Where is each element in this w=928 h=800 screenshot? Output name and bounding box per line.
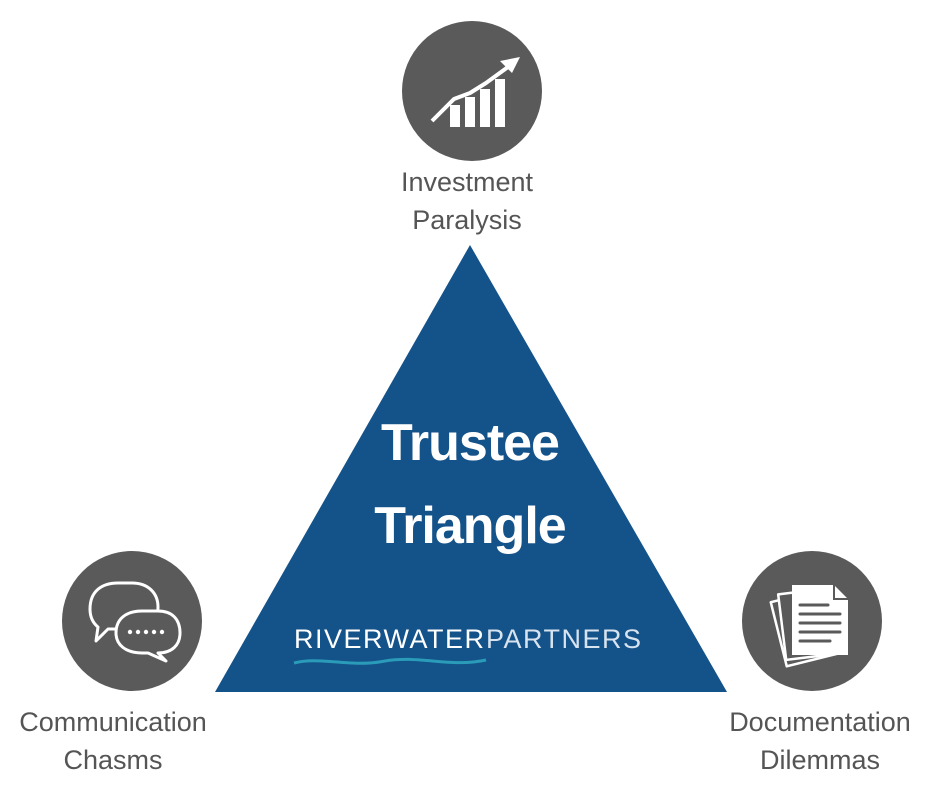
corner-label-top-line2: Paralysis	[412, 205, 522, 235]
corner-label-left-line2: Chasms	[63, 745, 163, 775]
speech-bubbles-icon	[88, 581, 182, 663]
triangle-shape	[215, 245, 727, 692]
logo-word-riverwater: RIVERWATER	[294, 624, 486, 654]
corner-label-top: Investment Paralysis	[352, 163, 582, 239]
corner-label-right-line1: Documentation	[729, 707, 911, 737]
corner-label-top-line1: Investment	[400, 167, 534, 197]
logo-word-partners: PARTNERS	[486, 624, 643, 654]
documents-icon	[769, 585, 848, 668]
triangle-title-line2: Triangle	[374, 497, 566, 555]
triangle-title-line1: Trustee	[381, 414, 560, 472]
riverwater-logo: RIVERWATER PARTNERS	[290, 624, 650, 672]
corner-label-left: Communication Chasms	[0, 703, 226, 779]
investment-icon-circle	[402, 21, 542, 161]
logo-wave-icon	[293, 657, 487, 665]
growth-chart-icon	[430, 57, 520, 127]
documentation-icon-circle	[742, 551, 882, 691]
communication-icon-circle	[62, 551, 202, 691]
corner-label-right: Documentation Dilemmas	[712, 703, 928, 779]
corner-label-right-line2: Dilemmas	[759, 745, 880, 775]
corner-label-left-line1: Communication	[19, 707, 207, 737]
